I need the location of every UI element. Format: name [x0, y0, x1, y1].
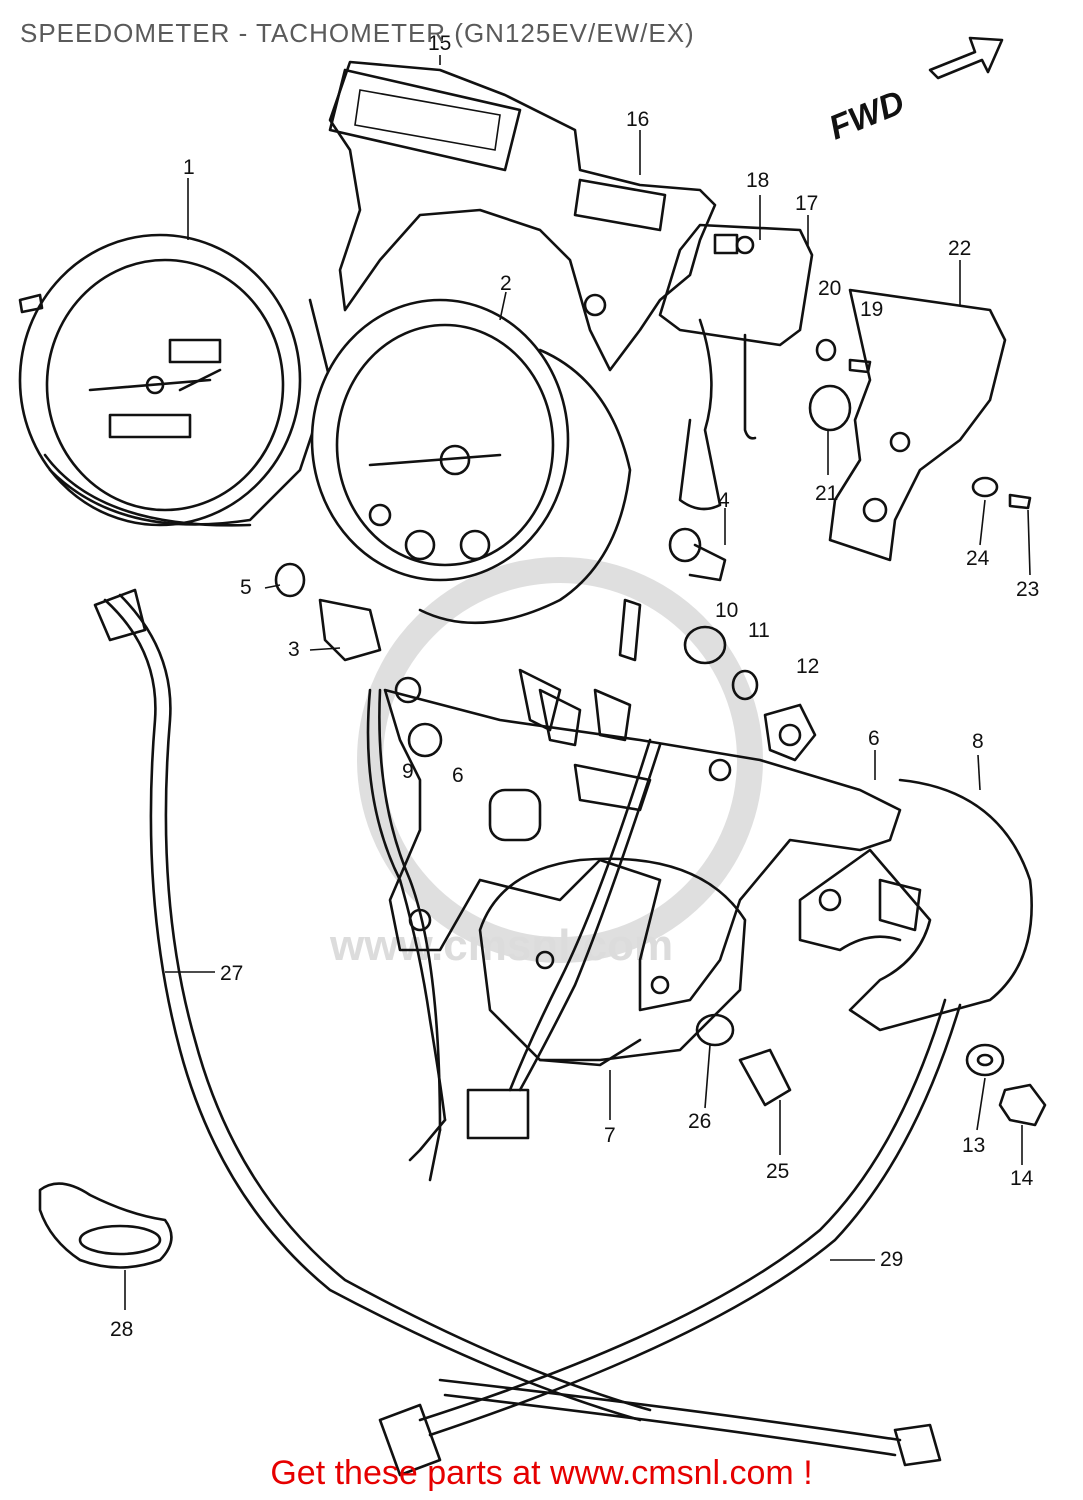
callout-16: 16	[626, 108, 649, 131]
callout-2: 2	[500, 272, 512, 295]
speedometer-gauge	[18, 233, 332, 527]
callout-10: 10	[715, 599, 738, 622]
callout-5: 5	[240, 576, 252, 599]
meter-housing-cover	[328, 60, 717, 372]
fwd-label: FWD	[824, 83, 910, 147]
callout-14: 14	[1010, 1167, 1034, 1190]
callout-12: 12	[796, 655, 819, 678]
callout-11: 11	[748, 619, 770, 642]
callout-9: 9	[402, 760, 414, 783]
callout-6b: 6	[868, 727, 880, 750]
callout-13: 13	[962, 1134, 985, 1157]
forward-arrow-icon: FWD	[824, 36, 1004, 147]
footer-banner: Get these parts at www.cmsnl.com !	[0, 1454, 1083, 1493]
callout-18: 18	[746, 169, 769, 192]
callout-24: 24	[966, 547, 990, 570]
callout-23: 23	[1016, 578, 1039, 601]
speedometer-cable	[93, 588, 652, 1422]
callout-17: 17	[795, 192, 818, 215]
callout-6a: 6	[452, 764, 464, 787]
callout-1: 1	[183, 156, 195, 179]
callout-labels: 1 2 3 4 5 6 6 7 8 9 10 11 12 13 14 15 16…	[110, 32, 1039, 1341]
cable-guide-bracket	[798, 778, 1033, 1032]
meter-lower-case	[478, 857, 747, 1067]
wiring-harness	[366, 688, 662, 1182]
callout-21: 21	[815, 482, 838, 505]
callout-22: 22	[948, 237, 971, 260]
callout-15: 15	[428, 32, 451, 55]
indicator-light-unit	[658, 223, 814, 511]
get-parts-link[interactable]: Get these parts at www.cmsnl.com !	[270, 1454, 813, 1492]
callout-25: 25	[766, 1160, 789, 1183]
page-title: SPEEDOMETER - TACHOMETER (GN125EV/EW/EX)	[20, 18, 695, 48]
tachometer-gauge	[310, 298, 632, 625]
callout-3: 3	[288, 638, 300, 661]
callout-8: 8	[972, 730, 984, 753]
cable-grommet	[38, 1182, 173, 1269]
callout-29: 29	[880, 1248, 903, 1271]
callout-20: 20	[818, 277, 841, 300]
callout-19: 19	[860, 298, 883, 321]
callout-7: 7	[604, 1124, 616, 1147]
callout-26: 26	[688, 1110, 711, 1133]
watermark-text: www.cmsnl.com	[329, 921, 673, 970]
callout-28: 28	[110, 1318, 133, 1341]
fasteners	[695, 1013, 1047, 1127]
tachometer-cable	[378, 998, 962, 1477]
leader-lines	[124, 55, 1031, 1310]
callout-4: 4	[718, 489, 730, 512]
callout-27: 27	[220, 962, 243, 985]
meter-side-bracket	[808, 288, 1032, 562]
bulb-sockets	[274, 527, 817, 762]
